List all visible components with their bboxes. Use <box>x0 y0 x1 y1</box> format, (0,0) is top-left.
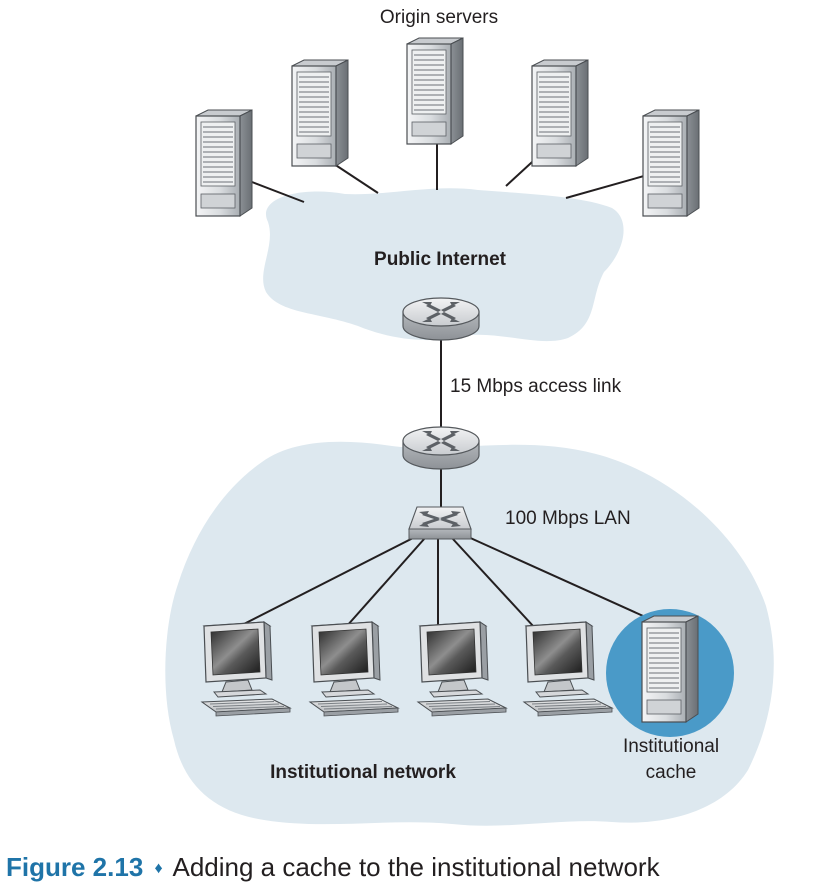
server-icon <box>195 109 253 217</box>
link-lan-cache <box>465 535 653 621</box>
public-internet-cloud <box>263 188 624 342</box>
caption-text: Adding a cache to the institutional netw… <box>172 852 660 882</box>
origin-servers-label: Origin servers <box>380 7 498 28</box>
server-icon <box>642 109 700 217</box>
link-server-5 <box>565 173 652 199</box>
link-server-1 <box>251 181 305 203</box>
router-icon <box>402 297 480 341</box>
access-link-label: 15 Mbps access link <box>450 376 622 397</box>
figure-number: Figure 2.13 <box>6 852 144 882</box>
links <box>237 143 653 628</box>
server-icon <box>406 37 464 145</box>
cache-label-line2: cache <box>646 762 697 783</box>
server-icon <box>531 59 589 167</box>
server-icon <box>291 59 349 167</box>
server-icon <box>641 615 699 723</box>
institutional-network-label: Institutional network <box>270 762 456 783</box>
router-icon <box>402 426 480 470</box>
link-lan-pc-2 <box>345 537 426 628</box>
figure-caption: Figure 2.13 ♦ Adding a cache to the inst… <box>6 852 826 883</box>
link-lan-pc-1 <box>237 536 416 628</box>
lan-label: 100 Mbps LAN <box>505 508 631 529</box>
cache-label-line1: Institutional <box>623 736 719 757</box>
link-server-2 <box>330 161 379 194</box>
caption-separator-icon: ♦ <box>154 860 163 877</box>
public-internet-label: Public Internet <box>374 249 507 270</box>
switch-icon <box>408 506 472 540</box>
link-lan-pc-4 <box>451 537 535 628</box>
